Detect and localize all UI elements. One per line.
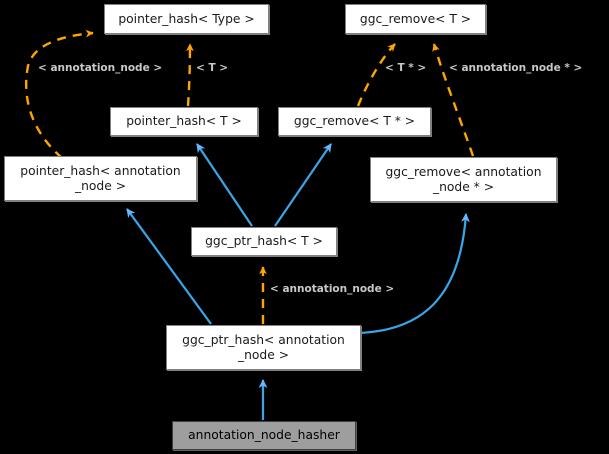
node-ggc-ptr-hash-annotation-node[interactable]: ggc_ptr_hash< annotation _node > (166, 325, 361, 370)
edge-label-t: < T > (196, 62, 229, 74)
template-edge-ggc-remove-tptr-to-ggc-remove-t (356, 43, 396, 107)
template-edge-pointer-hash-t-to-pointer-hash-type (186, 43, 194, 107)
node-ggc-remove-t[interactable]: ggc_remove< T > (345, 4, 486, 34)
node-pointer-hash-type[interactable]: pointer_hash< Type > (104, 4, 269, 34)
inheritance-edge-ggc-ptr-hash-annotation-to-ggc-remove-annotation-ptr (359, 213, 470, 335)
template-edge-pointer-hash-annotation-to-pointer-hash-type (24, 29, 94, 159)
edge-label-t-pointer: < T * > (385, 62, 427, 74)
inheritance-edge-ggc-ptr-hash-annotation-to-pointer-hash-annotation (126, 208, 212, 325)
node-ggc-remove-t-pointer[interactable]: ggc_remove< T * > (278, 107, 431, 136)
node-annotation-node-hasher[interactable]: annotation_node_hasher (172, 421, 356, 450)
node-pointer-hash-t[interactable]: pointer_hash< T > (110, 107, 258, 136)
edge-label-annotation-node-middle: < annotation_node > (270, 283, 395, 295)
node-ggc-remove-annotation-node-pointer[interactable]: ggc_remove< annotation _node * > (370, 157, 557, 202)
inheritance-edge-ggc-ptr-hash-t-to-ggc-remove-tptr (274, 143, 332, 227)
edge-label-annotation-node-pointer: < annotation_node * > (449, 62, 583, 74)
node-pointer-hash-annotation-node[interactable]: pointer_hash< annotation _node > (4, 156, 197, 201)
inheritance-edge-ggc-ptr-hash-t-to-pointer-hash-t (196, 143, 253, 227)
edge-label-annotation-node-left: < annotation_node > (38, 62, 163, 74)
node-ggc-ptr-hash-t[interactable]: ggc_ptr_hash< T > (191, 227, 337, 256)
template-edge-ggc-remove-annotation-ptr-to-ggc-remove-t (432, 43, 475, 157)
